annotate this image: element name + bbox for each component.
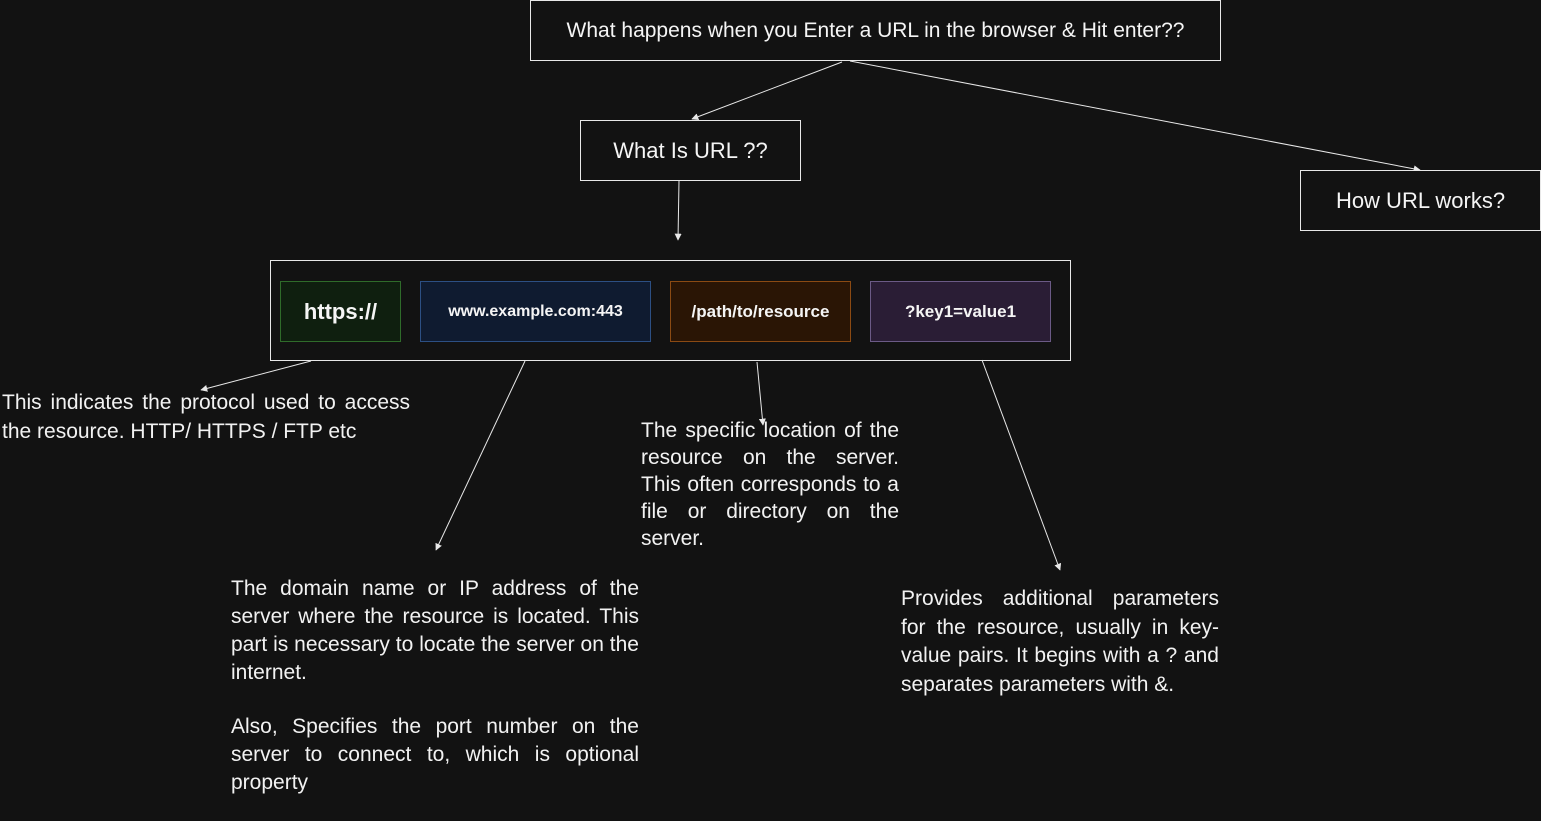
query-description: Provides additional parameters for the r… [901, 587, 1219, 697]
arrow-query-to-description [981, 359, 1062, 571]
protocol-description: This indicates the protocol used to acce… [2, 391, 410, 443]
url-part-protocol: https:// [280, 281, 401, 342]
arrow-protocol-to-description [200, 360, 312, 392]
arrow-domain-to-description [435, 360, 526, 551]
url-part-protocol-text: https:// [303, 298, 378, 324]
url-anatomy-box: https:// www.example.com:443 /path/to/re… [270, 260, 1071, 361]
how-url-works-node: How URL works? [1300, 170, 1541, 231]
question-title-node: What happens when you Enter a URL in the… [530, 0, 1221, 61]
path-description: The specific location of the resource on… [641, 419, 899, 550]
what-is-url-node: What Is URL ?? [580, 120, 801, 181]
url-part-query-text: ?key1=value1 [904, 301, 1017, 321]
url-part-domain: www.example.com:443 [420, 281, 651, 342]
url-part-domain-text: www.example.com:443 [448, 302, 623, 320]
question-title-text: What happens when you Enter a URL in the… [566, 18, 1185, 42]
url-part-query: ?key1=value1 [870, 281, 1051, 342]
url-part-path: /path/to/resource [670, 281, 851, 342]
arrow-path-to-description [756, 361, 766, 426]
what-is-url-text: What Is URL ?? [613, 137, 768, 163]
domain-description: The domain name or IP address of the ser… [231, 577, 639, 684]
arrow-title-to-what-is-url [691, 61, 843, 121]
port-description: Also, Specifies the port number on the s… [231, 715, 639, 794]
arrow-title-to-how-url-works [849, 60, 1421, 173]
url-part-path-text: /path/to/resource [691, 301, 830, 321]
arrow-what-is-url-to-url-box [674, 180, 682, 241]
how-url-works-text: How URL works? [1335, 187, 1506, 213]
